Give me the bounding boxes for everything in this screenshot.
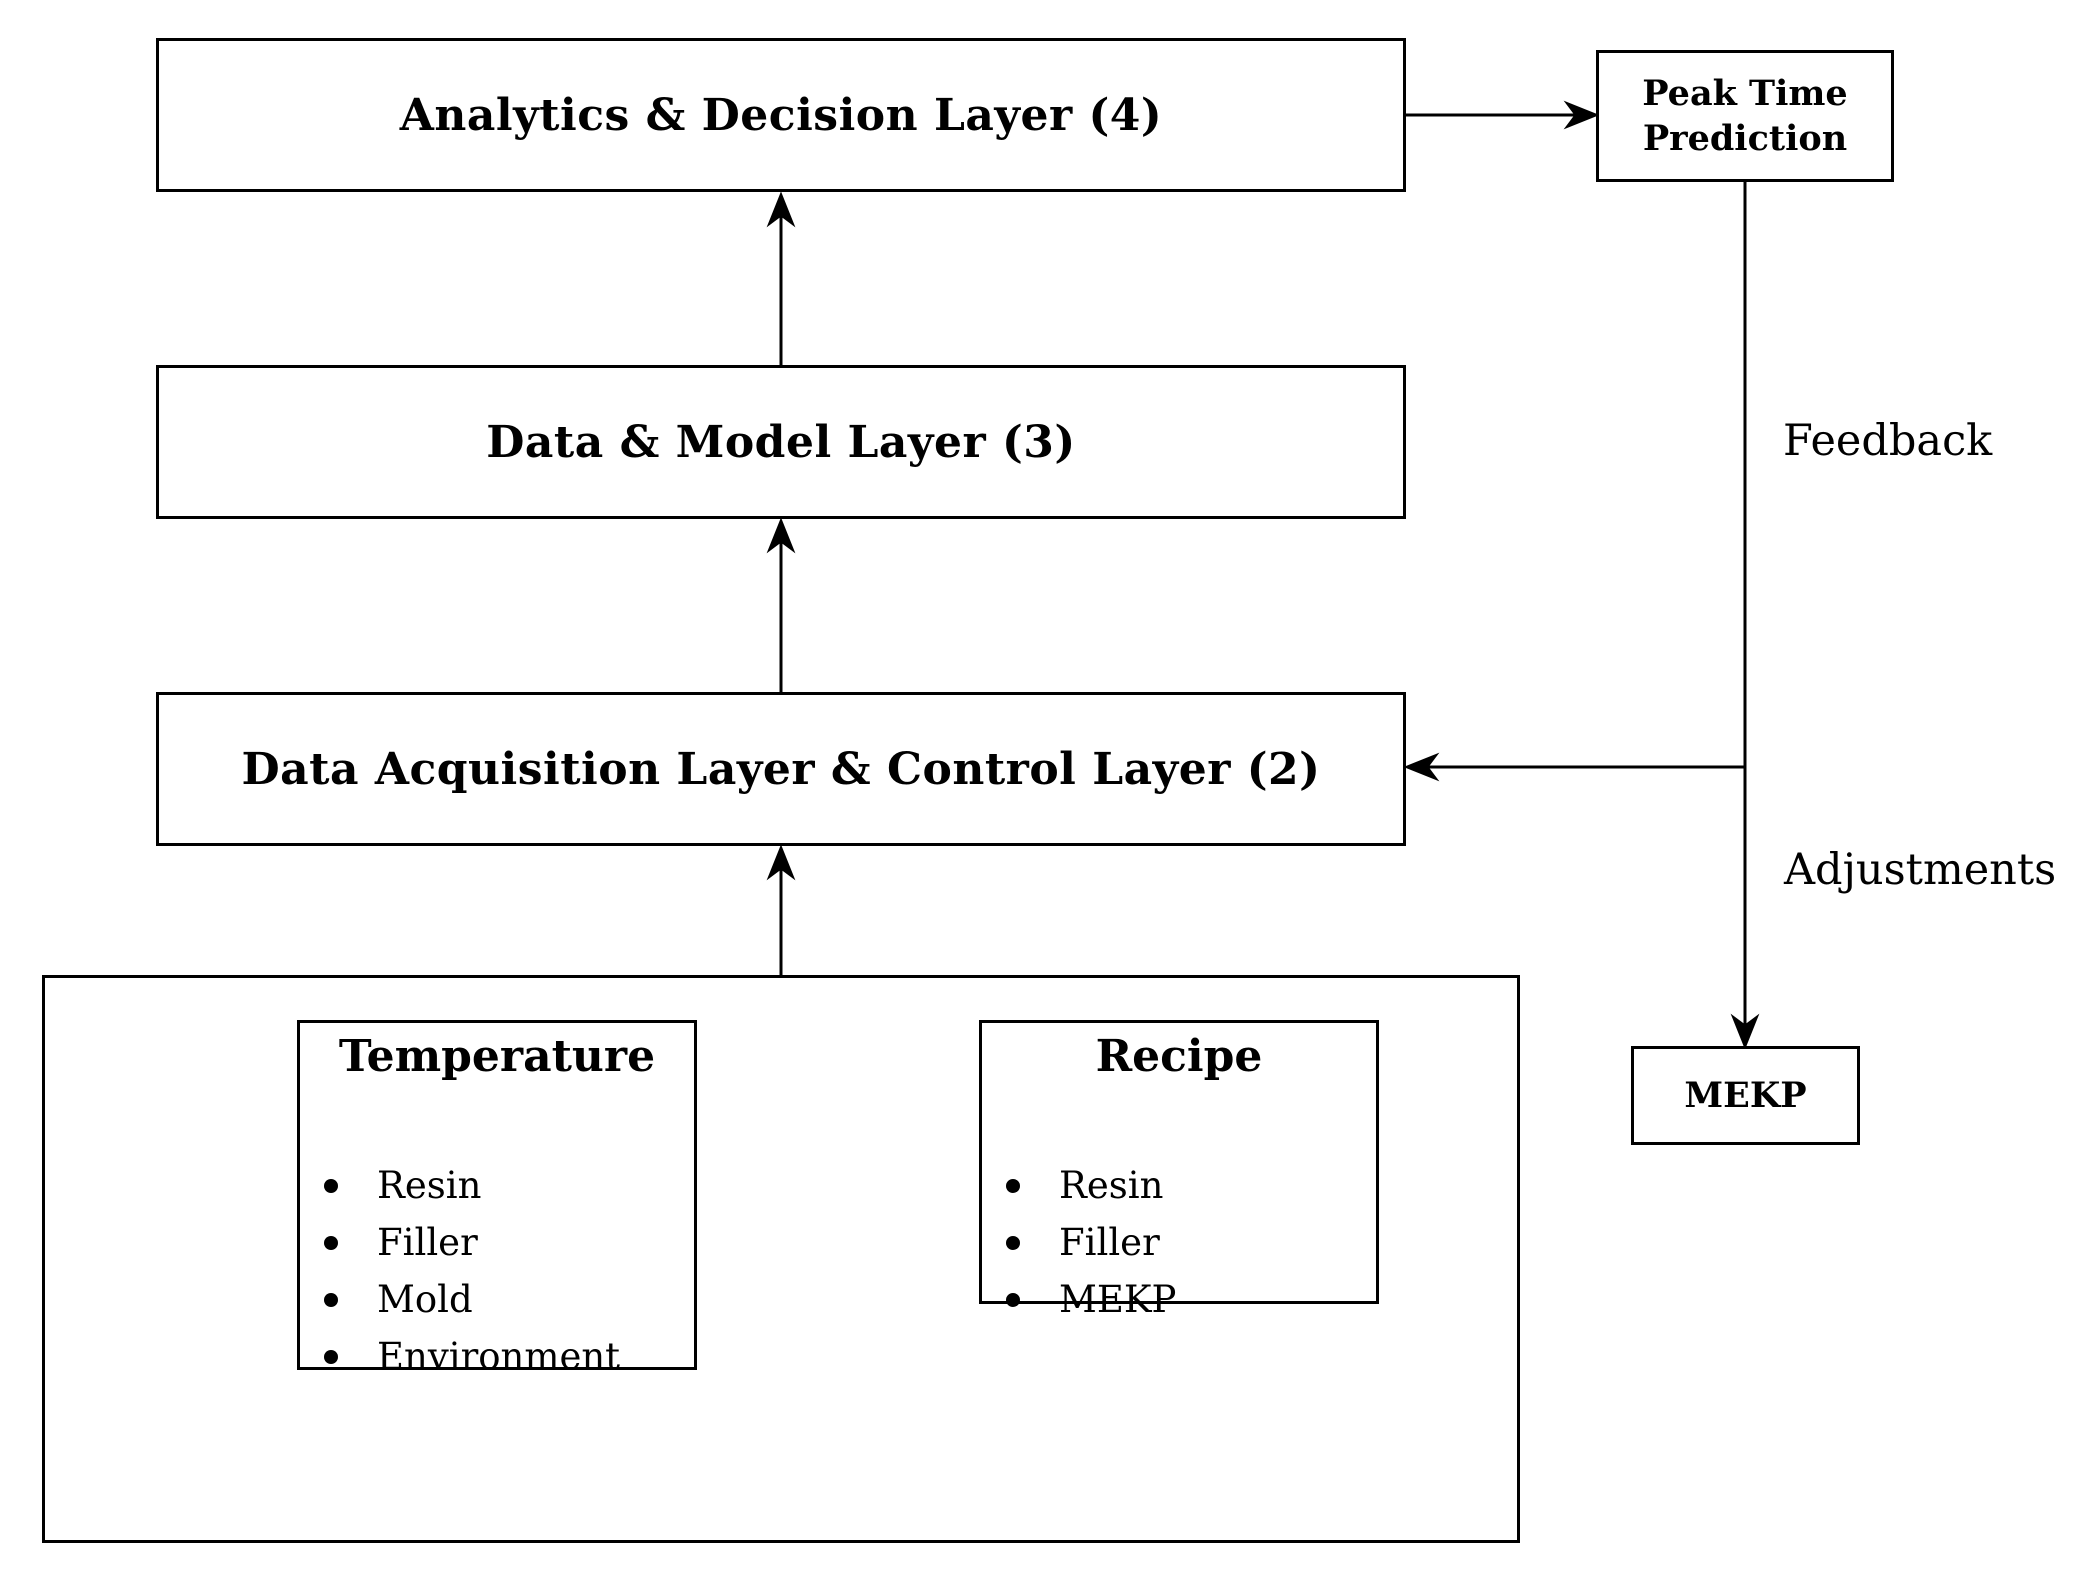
bullet-icon xyxy=(324,1350,338,1364)
data-acquisition-control-layer-box: Data Acquisition Layer & Control Layer (… xyxy=(156,692,1406,846)
feedback-label: Feedback xyxy=(1783,416,1993,466)
bullet-icon xyxy=(324,1293,338,1307)
data-model-layer-label: Data & Model Layer (3) xyxy=(486,416,1076,468)
list-item: Filler xyxy=(300,1214,694,1271)
bullet-icon xyxy=(324,1236,338,1250)
list-item: Resin xyxy=(982,1157,1376,1214)
bullet-icon xyxy=(1006,1179,1020,1193)
mekp-label: MEKP xyxy=(1684,1075,1807,1116)
list-item: Filler xyxy=(982,1214,1376,1271)
recipe-panel: Recipe Resin Filler MEKP xyxy=(979,1020,1379,1321)
temperature-panel: Temperature Resin Filler Mold Environmen… xyxy=(297,1020,697,1378)
bullet-icon xyxy=(1006,1293,1020,1307)
list-item: Environment xyxy=(300,1328,694,1385)
analytics-decision-layer-label: Analytics & Decision Layer (4) xyxy=(399,89,1163,141)
data-acquisition-control-layer-label: Data Acquisition Layer & Control Layer (… xyxy=(241,743,1321,795)
adjustments-label: Adjustments xyxy=(1784,845,2057,895)
peak-time-line2: Prediction xyxy=(1642,118,1848,159)
list-item: Resin xyxy=(300,1157,694,1214)
list-item: Mold xyxy=(300,1271,694,1328)
data-model-layer-box: Data & Model Layer (3) xyxy=(156,365,1406,519)
temperature-title: Temperature xyxy=(338,1031,656,1082)
bullet-icon xyxy=(1006,1236,1020,1250)
mekp-box: MEKP xyxy=(1631,1046,1860,1145)
peak-time-line1: Peak Time xyxy=(1642,73,1848,114)
recipe-title: Recipe xyxy=(1095,1031,1263,1082)
bullet-icon xyxy=(324,1179,338,1193)
recipe-list: Resin Filler MEKP xyxy=(982,1157,1376,1328)
list-item: MEKP xyxy=(982,1271,1376,1328)
temperature-list: Resin Filler Mold Environment xyxy=(300,1157,694,1385)
analytics-decision-layer-box: Analytics & Decision Layer (4) xyxy=(156,38,1406,192)
peak-time-prediction-box: Peak Time Prediction xyxy=(1596,50,1894,182)
